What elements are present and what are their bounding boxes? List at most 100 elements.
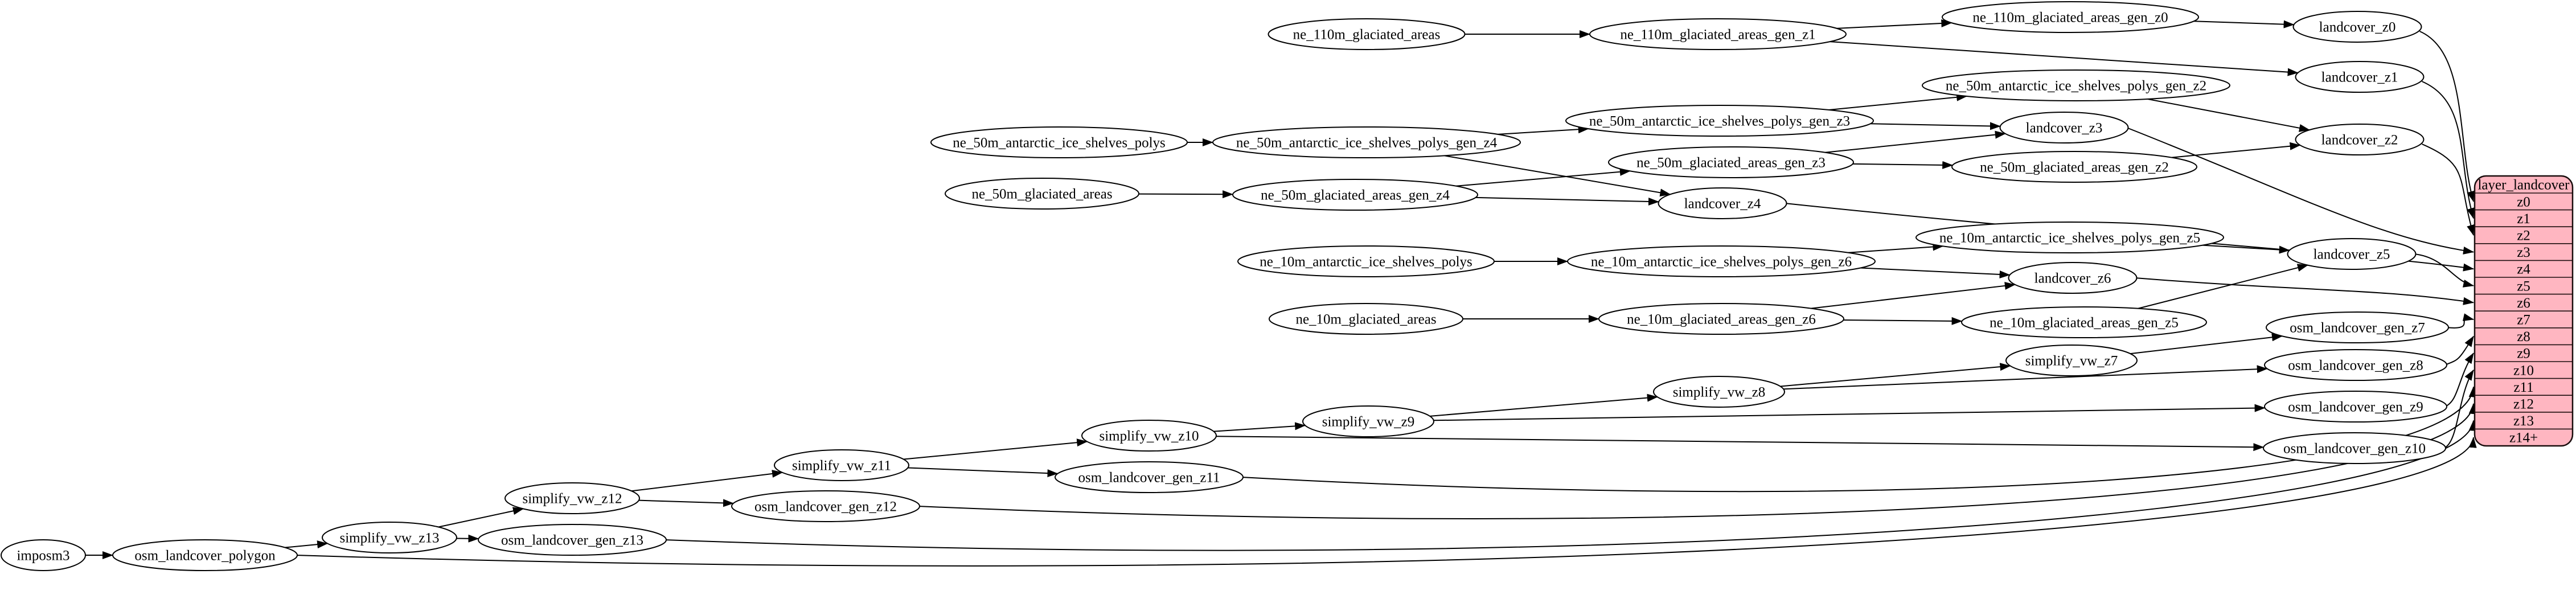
node-label: ne_50m_antarctic_ice_shelves_polys_gen_z…	[1236, 136, 1498, 151]
simplify_vw_z8-ellipse	[1653, 376, 1785, 408]
table-row-z3: z3	[2475, 243, 2573, 260]
node-osm_landcover_gen_z10: osm_landcover_gen_z10	[2263, 432, 2446, 464]
edge-simplify_vw_z12-to-simplify_vw_z11	[631, 469, 783, 492]
table-row-label: z8	[2517, 329, 2530, 345]
node-landcover_z1: landcover_z1	[2295, 61, 2425, 93]
edge-simplify_vw_z7-to-osm_landcover_gen_z7	[2130, 333, 2283, 355]
ne_10m_antarctic_ice_shelves_polys_gen_z5-ellipse	[1915, 222, 2224, 253]
node-label: landcover_z2	[2321, 133, 2398, 148]
osm_landcover_gen_z12-ellipse	[731, 490, 920, 522]
node-label: landcover_z0	[2319, 20, 2396, 35]
node-label: simplify_vw_z7	[2025, 354, 2118, 369]
table-row-z7: z7	[2475, 310, 2573, 328]
table-row-z5: z5	[2475, 277, 2573, 294]
ne_50m_antarctic_ice_shelves_polys_gen_z3-ellipse	[1565, 105, 1874, 137]
node-label: landcover_z1	[2321, 70, 2398, 85]
node-ne_50m_antarctic_ice_shelves_polys_gen_z4: ne_50m_antarctic_ice_shelves_polys_gen_z…	[1212, 126, 1521, 158]
ne_110m_glaciated_areas_gen_z0-ellipse	[1942, 1, 2199, 33]
node-label: ne_10m_glaciated_areas_gen_z5	[1990, 315, 2179, 331]
node-label: osm_landcover_gen_z7	[2290, 321, 2425, 336]
ne_10m_antarctic_ice_shelves_polys_gen_z6-ellipse	[1567, 245, 1876, 277]
edge-landcover_z3-to-layer_landcover-z3	[2126, 127, 2474, 255]
node-ne_50m_antarctic_ice_shelves_polys_gen_z2: ne_50m_antarctic_ice_shelves_polys_gen_z…	[1922, 69, 2230, 101]
node-label: osm_landcover_gen_z10	[2283, 441, 2426, 457]
landcover_z3-ellipse	[1999, 112, 2129, 143]
node-ne_10m_glaciated_areas_gen_z6: ne_10m_glaciated_areas_gen_z6	[1598, 303, 1844, 335]
edge-ne_50m_antarctic_ice_shelves_polys_gen_z4-to-landcover_z4	[1444, 155, 1671, 197]
node-label: ne_50m_antarctic_ice_shelves_polys_gen_z…	[1946, 79, 2206, 94]
table-row-label: z1	[2517, 211, 2530, 227]
table-row-z1: z1	[2475, 209, 2573, 227]
node-landcover_z2: landcover_z2	[2295, 124, 2425, 155]
node-simplify_vw_z13: simplify_vw_z13	[322, 522, 457, 553]
node-ne_10m_antarctic_ice_shelves_polys: ne_10m_antarctic_ice_shelves_polys	[1237, 245, 1495, 277]
edge-simplify_vw_z10-to-simplify_vw_z9	[1213, 422, 1306, 432]
table-row-z13: z13	[2475, 411, 2573, 429]
landcover_z4-ellipse	[1658, 187, 1787, 219]
osm_landcover_gen_z9-ellipse	[2264, 391, 2447, 423]
node-label: simplify_vw_z12	[523, 491, 622, 507]
node-ne_110m_glaciated_areas: ne_110m_glaciated_areas	[1268, 18, 1466, 50]
edge-simplify_vw_z9-to-simplify_vw_z8	[1430, 393, 1658, 417]
landcover_z6-ellipse	[2008, 262, 2138, 294]
node-label: ne_50m_glaciated_areas_gen_z2	[1980, 160, 2169, 175]
edge-ne_10m_antarctic_ice_shelves_polys_gen_z6-to-ne_10m_antarctic_ice_shelves_polys_gen_z5	[1848, 243, 1944, 253]
table-row-label: z13	[2513, 413, 2534, 429]
edge-ne_10m_antarctic_ice_shelves_polys_gen_z5-to-landcover_z5	[2202, 244, 2290, 254]
table-row-z9: z9	[2475, 344, 2573, 362]
table-row-label: z2	[2517, 228, 2530, 244]
edge-layer	[85, 19, 2477, 567]
node-label: ne_110m_glaciated_areas_gen_z1	[1620, 27, 1815, 43]
node-osm_landcover_gen_z12: osm_landcover_gen_z12	[731, 490, 920, 522]
simplify_vw_z10-ellipse	[1081, 420, 1217, 452]
node-label: osm_landcover_gen_z9	[2288, 400, 2423, 415]
edge-simplify_vw_z13-to-simplify_vw_z12	[438, 507, 524, 528]
node-osm_landcover_gen_z7: osm_landcover_gen_z7	[2266, 311, 2449, 343]
node-simplify_vw_z7: simplify_vw_z7	[2005, 345, 2138, 376]
edge-simplify_vw_z10-to-osm_landcover_gen_z10	[1216, 436, 2265, 452]
node-ne_50m_glaciated_areas: ne_50m_glaciated_areas	[945, 178, 1139, 210]
node-landcover_z6: landcover_z6	[2008, 262, 2138, 294]
table-row-label: z12	[2513, 397, 2534, 412]
node-label: osm_landcover_gen_z13	[501, 533, 643, 548]
edge-simplify_vw_z11-to-simplify_vw_z10	[903, 438, 1088, 460]
edge-ne_50m_glaciated_areas-to-ne_50m_glaciated_areas_gen_z4	[1138, 190, 1234, 199]
node-ne_50m_antarctic_ice_shelves_polys_gen_z3: ne_50m_antarctic_ice_shelves_polys_gen_z…	[1565, 105, 1874, 137]
node-landcover_z3: landcover_z3	[1999, 112, 2129, 143]
imposm3-ellipse	[1, 539, 86, 571]
node-label: landcover_z5	[2314, 247, 2390, 263]
edge-landcover_z4-to-layer_landcover-z4	[1785, 203, 2474, 272]
edge-landcover_z1-to-layer_landcover-z1	[2422, 81, 2475, 219]
node-ne_50m_glaciated_areas_gen_z4: ne_50m_glaciated_areas_gen_z4	[1232, 179, 1478, 211]
ne_10m_glaciated_areas-ellipse	[1269, 303, 1463, 335]
node-simplify_vw_z11: simplify_vw_z11	[774, 449, 909, 481]
simplify_vw_z11-ellipse	[774, 449, 909, 481]
edge-osm_landcover_gen_z11-to-layer_landcover-z11	[1241, 386, 2477, 493]
node-simplify_vw_z8: simplify_vw_z8	[1653, 376, 1785, 408]
table-row-label: z9	[2517, 346, 2530, 362]
node-label: simplify_vw_z11	[792, 458, 891, 474]
edge-ne_50m_antarctic_ice_shelves_polys_gen_z3-to-ne_50m_antarctic_ice_shelves_polys_gen_z2	[1828, 93, 1968, 110]
node-simplify_vw_z12: simplify_vw_z12	[504, 482, 640, 514]
table-row-z14+: z14+	[2475, 428, 2573, 446]
edge-landcover_z6-to-layer_landcover-z6	[2135, 277, 2474, 305]
table-title: layer_landcover	[2477, 178, 2570, 193]
edge-ne_10m_glaciated_areas_gen_z6-to-landcover_z6	[1811, 281, 2016, 309]
edge-ne_10m_glaciated_areas_gen_z6-to-ne_10m_glaciated_areas_gen_z5	[1843, 317, 1963, 325]
node-ne_50m_glaciated_areas_gen_z2: ne_50m_glaciated_areas_gen_z2	[1951, 151, 2197, 183]
table-row-z4: z4	[2475, 260, 2573, 277]
table-layer: layer_landcoverz0z1z2z3z4z5z6z7z8z9z10z1…	[2474, 175, 2574, 447]
node-label: simplify_vw_z8	[1673, 385, 1766, 400]
node-osm_landcover_gen_z9: osm_landcover_gen_z9	[2264, 391, 2447, 423]
node-label: osm_landcover_polygon	[134, 548, 276, 564]
edge-simplify_vw_z12-to-osm_landcover_gen_z12	[638, 499, 734, 507]
simplify_vw_z12-ellipse	[504, 482, 640, 514]
edge-ne_50m_glaciated_areas_gen_z3-to-landcover_z3	[1825, 130, 2006, 153]
edge-osm_landcover_gen_z8-to-layer_landcover-z8	[2444, 335, 2474, 366]
table-row-z2: z2	[2475, 226, 2573, 244]
node-landcover_z0: landcover_z0	[2292, 11, 2422, 43]
node-label: ne_110m_glaciated_areas_gen_z0	[1972, 10, 2168, 26]
